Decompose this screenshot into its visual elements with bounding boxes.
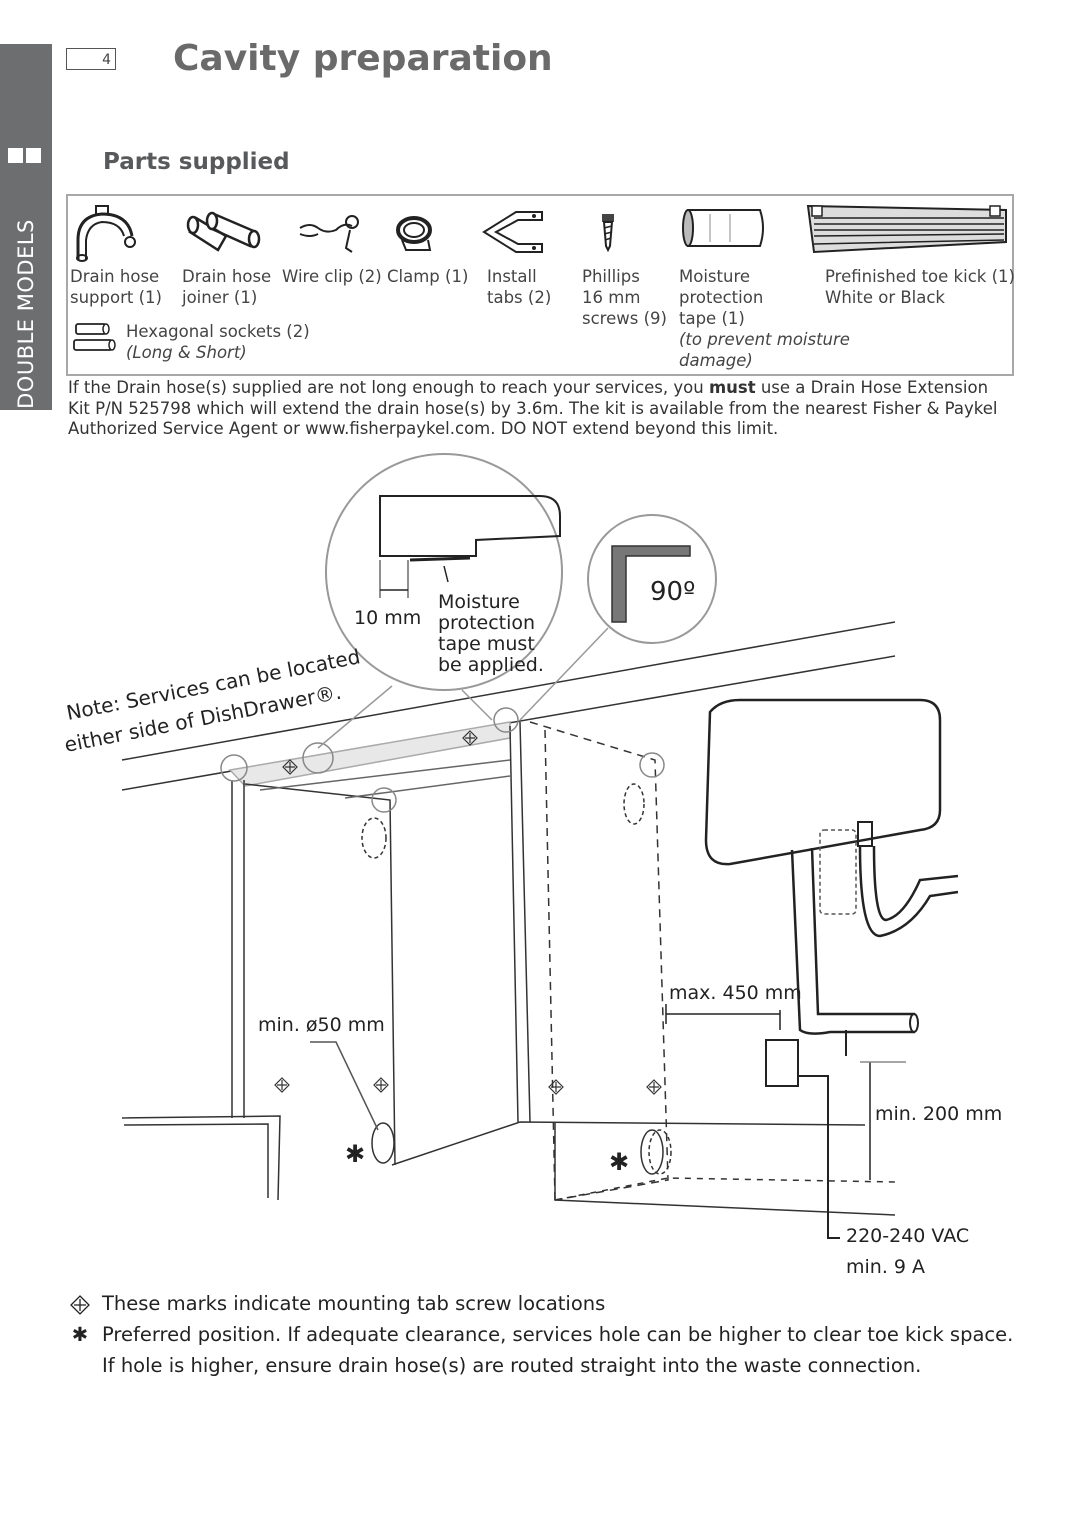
upper-hole-left [361, 817, 387, 859]
clamp-icon [396, 216, 432, 251]
benchtop-top-edge [121, 621, 896, 761]
part-toe-kick: Prefinished toe kick (1)White or Black [825, 267, 1015, 307]
zoom-circle-angle [587, 514, 717, 644]
toe-kick-icon [806, 204, 1007, 254]
drain-hose-joiner-icon [186, 211, 261, 252]
gap-label: 10 mm [354, 607, 421, 629]
section-marker-icon [8, 148, 44, 167]
legend-text-mounting: These marks indicate mounting tab screw … [102, 1292, 606, 1315]
tape-roll-icon [682, 209, 764, 247]
zoom-circle-tape [325, 453, 563, 691]
preferred-hole-right [640, 1129, 664, 1175]
tape-note-line-1: Moisture [438, 591, 520, 613]
right-side-panel [509, 721, 531, 1123]
page-title: Cavity preparation [173, 38, 553, 79]
mounting-mark-icon [70, 1295, 90, 1315]
waste-pipe [790, 849, 915, 1035]
tape-note-line-4: be applied. [438, 654, 544, 676]
left-toe-kick [121, 1115, 281, 1201]
hexagonal-socket-icon [73, 323, 116, 351]
upper-hole-right [623, 783, 645, 825]
screw-icon [602, 214, 614, 252]
max-distance-label: max. 450 mm [669, 982, 802, 1004]
waste-tank [704, 698, 942, 866]
legend-text-hole-higher: If hole is higher, ensure drain hose(s) … [102, 1354, 922, 1377]
asterisk-mark-right: ✱ [609, 1148, 629, 1176]
cavity-diagram: ✱ ✱ 10 mm Moisture protection tape must … [62, 453, 1002, 1278]
section-heading: Parts supplied [103, 149, 290, 175]
preferred-hole-left [371, 1122, 395, 1164]
page-number: 4 [66, 48, 116, 70]
power-label-line-1: 220-240 VAC [846, 1225, 969, 1247]
part-hexagonal-sockets: Hexagonal sockets (2)(Long & Short) [126, 322, 310, 362]
extension-kit-notice: If the Drain hose(s) supplied are not lo… [68, 378, 998, 438]
part-clamp: Clamp (1) [387, 267, 469, 286]
tape-note-line-3: tape must [438, 633, 535, 655]
wire-clip-icon [299, 215, 359, 253]
part-wire-clip: Wire clip (2) [282, 267, 382, 286]
floor-line [391, 1121, 866, 1166]
drain-trap [858, 845, 959, 938]
drain-hose-support-icon [76, 205, 136, 262]
side-tab: DOUBLE MODELS [0, 44, 52, 410]
install-tab-icon [482, 211, 543, 253]
left-cavity-back [244, 783, 396, 1166]
power-outlet [765, 1039, 799, 1087]
hole-size-label: min. ø50 mm [258, 1014, 385, 1036]
angle-label: 90º [650, 577, 695, 607]
power-label-line-2: min. 9 A [846, 1256, 925, 1278]
side-tab-label: DOUBLE MODELS [14, 219, 38, 409]
min-height-label: min. 200 mm [875, 1103, 1002, 1125]
tape-note-line-2: protection [438, 612, 535, 634]
mounting-marks [274, 730, 662, 1095]
legend-text-preferred: Preferred position. If adequate clearanc… [102, 1323, 1014, 1346]
dashed-cabinet-outline [529, 721, 669, 1201]
left-side-panel [231, 780, 245, 1118]
asterisk-icon: ✱ [71, 1323, 89, 1346]
asterisk-mark-left: ✱ [345, 1140, 365, 1168]
